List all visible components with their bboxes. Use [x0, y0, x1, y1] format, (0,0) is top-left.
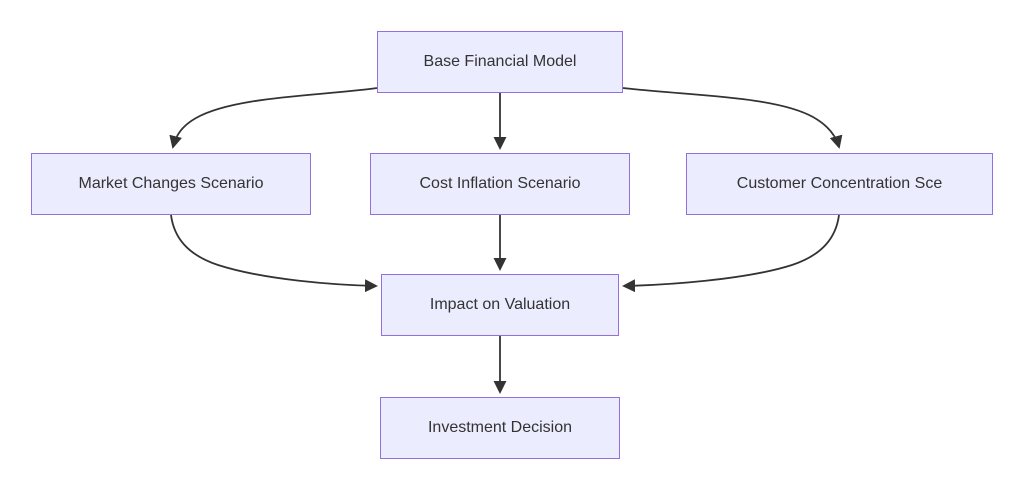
edge-customer-to-impact [622, 214, 840, 293]
node-market-changes-scenario: Market Changes Scenario [31, 153, 311, 215]
node-label: Impact on Valuation [429, 296, 571, 313]
node-label: Market Changes Scenario [78, 175, 264, 192]
node-label: Base Financial Model [423, 53, 577, 70]
node-label: Customer Concentration Sce [736, 175, 943, 192]
node-investment-decision: Investment Decision [380, 397, 620, 459]
node-label: Cost Inflation Scenario [419, 175, 581, 192]
edge-base-to-market [169, 87, 378, 149]
node-label: Investment Decision [427, 419, 573, 436]
node-impact-on-valuation: Impact on Valuation [381, 274, 619, 336]
edge-market-to-impact [170, 214, 378, 293]
node-cost-inflation-scenario: Cost Inflation Scenario [370, 153, 630, 215]
node-customer-concentration-scenario: Customer Concentration Sce [686, 153, 993, 215]
edge-base-to-customer [622, 87, 843, 149]
node-base-financial-model: Base Financial Model [377, 31, 623, 93]
